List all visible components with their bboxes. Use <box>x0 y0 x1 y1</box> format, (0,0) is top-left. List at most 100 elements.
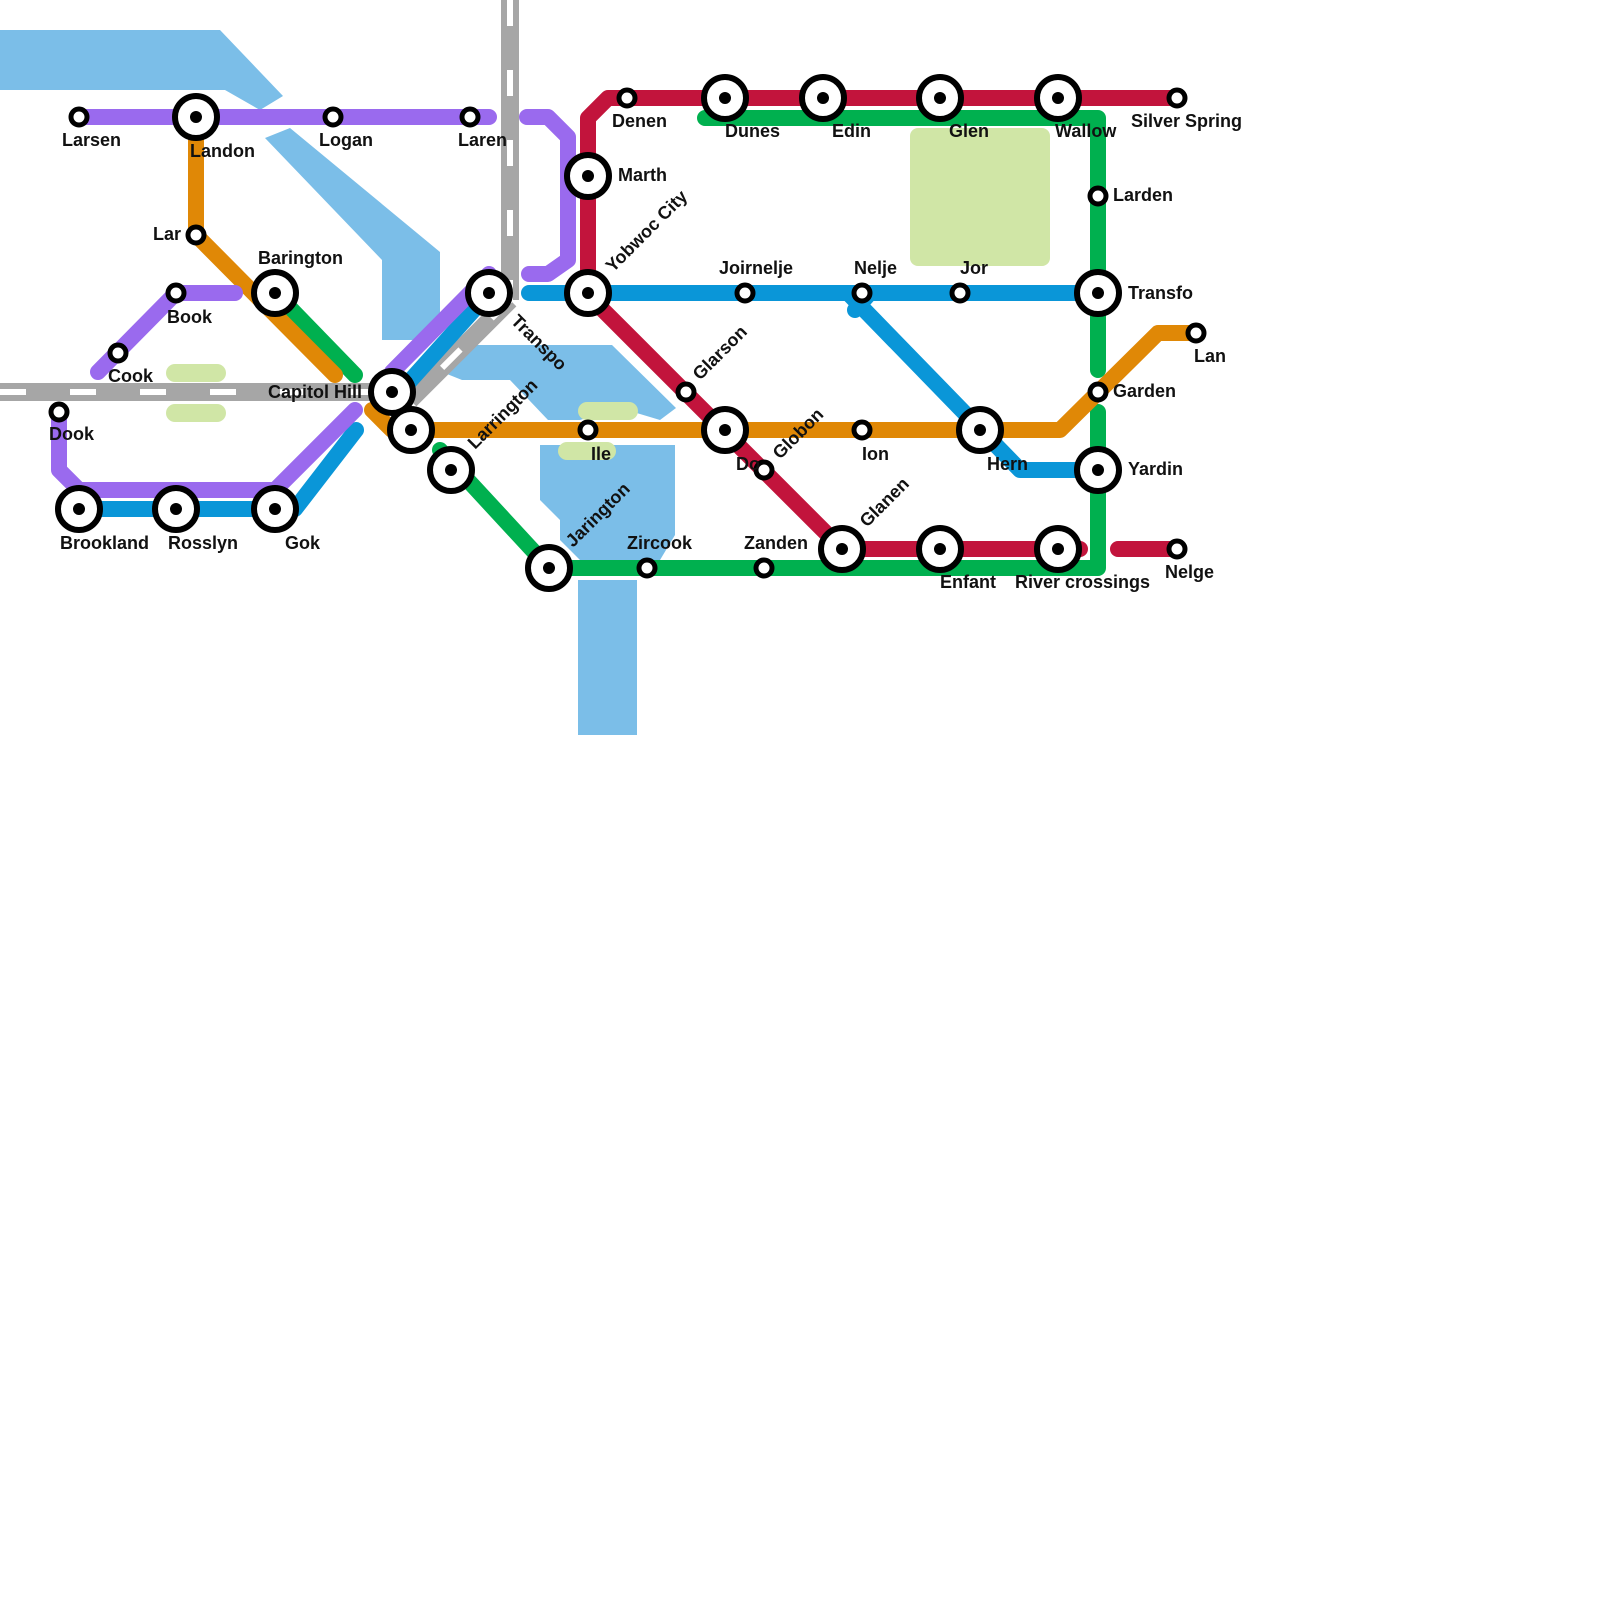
station-label-logan[interactable]: Logan <box>319 130 373 150</box>
station-core-transfo <box>1092 287 1104 299</box>
station-core-wallow <box>1052 92 1064 104</box>
station-label-yobwoc-city[interactable]: Yobwoc City <box>602 186 692 276</box>
station-label-hern[interactable]: Hern <box>987 454 1028 474</box>
station-marker-denen[interactable] <box>616 87 638 109</box>
station-label-lan[interactable]: Lan <box>1194 346 1226 366</box>
station-marker-jor[interactable] <box>949 282 971 304</box>
station-label-book[interactable]: Book <box>167 307 213 327</box>
station-core-enfant <box>934 543 946 555</box>
station-label-lar[interactable]: Lar <box>153 224 181 244</box>
station-marker-zircook[interactable] <box>636 557 658 579</box>
station-label-barington[interactable]: Barington <box>258 248 343 268</box>
station-label-nelge[interactable]: Nelge <box>1165 562 1214 582</box>
station-marker-lar[interactable] <box>185 224 207 246</box>
station-label-larden[interactable]: Larden <box>1113 185 1173 205</box>
station-core-hern <box>974 424 986 436</box>
station-label-ion[interactable]: Ion <box>862 444 889 464</box>
station-marker-laren[interactable] <box>459 106 481 128</box>
station-core-edin <box>817 92 829 104</box>
station-label-capitol-hill[interactable]: Capitol Hill <box>268 382 362 402</box>
station-core-transpo <box>483 287 495 299</box>
park-area <box>166 404 226 422</box>
station-label-do[interactable]: Do <box>736 454 760 474</box>
station-label-joirnelje[interactable]: Joirnelje <box>719 258 793 278</box>
station-core-brookland <box>73 503 85 515</box>
station-core-glanen <box>836 543 848 555</box>
station-label-wallow[interactable]: Wallow <box>1055 121 1117 141</box>
station-marker-larden[interactable] <box>1087 185 1109 207</box>
park-area <box>166 364 226 382</box>
station-label-dook[interactable]: Dook <box>49 424 95 444</box>
station-label-enfant[interactable]: Enfant <box>940 572 996 592</box>
station-label-transfo[interactable]: Transfo <box>1128 283 1193 303</box>
station-marker-logan[interactable] <box>322 106 344 128</box>
station-core-landon <box>190 111 202 123</box>
station-marker-book[interactable] <box>165 282 187 304</box>
station-core-rosslyn <box>170 503 182 515</box>
station-marker-glarson[interactable] <box>675 381 697 403</box>
station-marker-joirnelje[interactable] <box>734 282 756 304</box>
station-label-laren[interactable]: Laren <box>458 130 507 150</box>
station-core-larrington <box>445 464 457 476</box>
station-core-river-crossings <box>1052 543 1064 555</box>
water-area <box>442 345 676 420</box>
station-label-gok[interactable]: Gok <box>285 533 321 553</box>
station-core-barington <box>269 287 281 299</box>
station-label-zircook[interactable]: Zircook <box>627 533 693 553</box>
station-marker-ile[interactable] <box>577 419 599 441</box>
station-core-orange-transfer <box>405 424 417 436</box>
water-area <box>540 445 675 560</box>
station-label-glanen[interactable]: Glanen <box>856 474 913 531</box>
station-label-landon[interactable]: Landon <box>190 141 255 161</box>
station-label-jor[interactable]: Jor <box>960 258 988 278</box>
park-area <box>578 402 638 420</box>
station-label-zanden[interactable]: Zanden <box>744 533 808 553</box>
station-label-edin[interactable]: Edin <box>832 121 871 141</box>
transit-line <box>364 325 1204 438</box>
station-marker-nelge[interactable] <box>1166 538 1188 560</box>
park-areas <box>166 128 1050 460</box>
station-marker-ion[interactable] <box>851 419 873 441</box>
station-core-globon <box>719 424 731 436</box>
station-core-capitol-hill <box>386 386 398 398</box>
station-label-silver-spring[interactable]: Silver Spring <box>1131 111 1242 131</box>
station-label-ile[interactable]: Ile <box>591 444 611 464</box>
station-core-gok <box>269 503 281 515</box>
station-core-jarington <box>543 562 555 574</box>
station-marker-lan[interactable] <box>1185 322 1207 344</box>
station-marker-larsen[interactable] <box>68 106 90 128</box>
station-label-dunes[interactable]: Dunes <box>725 121 780 141</box>
station-label-river-crossings[interactable]: River crossings <box>1015 572 1150 592</box>
station-label-cook[interactable]: Cook <box>108 366 154 386</box>
station-marker-dook[interactable] <box>48 401 70 423</box>
station-label-glen[interactable]: Glen <box>949 121 989 141</box>
transit-line <box>519 109 576 282</box>
station-marker-nelje[interactable] <box>851 282 873 304</box>
station-core-marth <box>582 170 594 182</box>
water-areas <box>0 30 676 735</box>
station-label-glarson[interactable]: Glarson <box>689 322 751 384</box>
station-marker-silver-spring[interactable] <box>1166 87 1188 109</box>
station-marker-garden[interactable] <box>1087 381 1109 403</box>
station-label-larsen[interactable]: Larsen <box>62 130 121 150</box>
station-label-garden[interactable]: Garden <box>1113 381 1176 401</box>
station-marker-do[interactable] <box>753 459 775 481</box>
park-area <box>558 442 616 460</box>
water-area <box>578 580 637 735</box>
station-label-nelje[interactable]: Nelje <box>854 258 897 278</box>
station-marker-cook[interactable] <box>107 342 129 364</box>
transit-line <box>580 90 1088 557</box>
station-label-denen[interactable]: Denen <box>612 111 667 131</box>
station-label-yardin[interactable]: Yardin <box>1128 459 1183 479</box>
rail-line-dash <box>407 297 513 403</box>
transit-line <box>282 300 363 383</box>
station-label-marth[interactable]: Marth <box>618 165 667 185</box>
station-label-rosslyn[interactable]: Rosslyn <box>168 533 238 553</box>
station-marker-zanden[interactable] <box>753 557 775 579</box>
station-core-yobwoc-city <box>582 287 594 299</box>
station-core-glen <box>934 92 946 104</box>
station-label-larrington[interactable]: Larrington <box>464 375 542 453</box>
station-label-brookland[interactable]: Brookland <box>60 533 149 553</box>
park-area <box>910 128 1050 266</box>
